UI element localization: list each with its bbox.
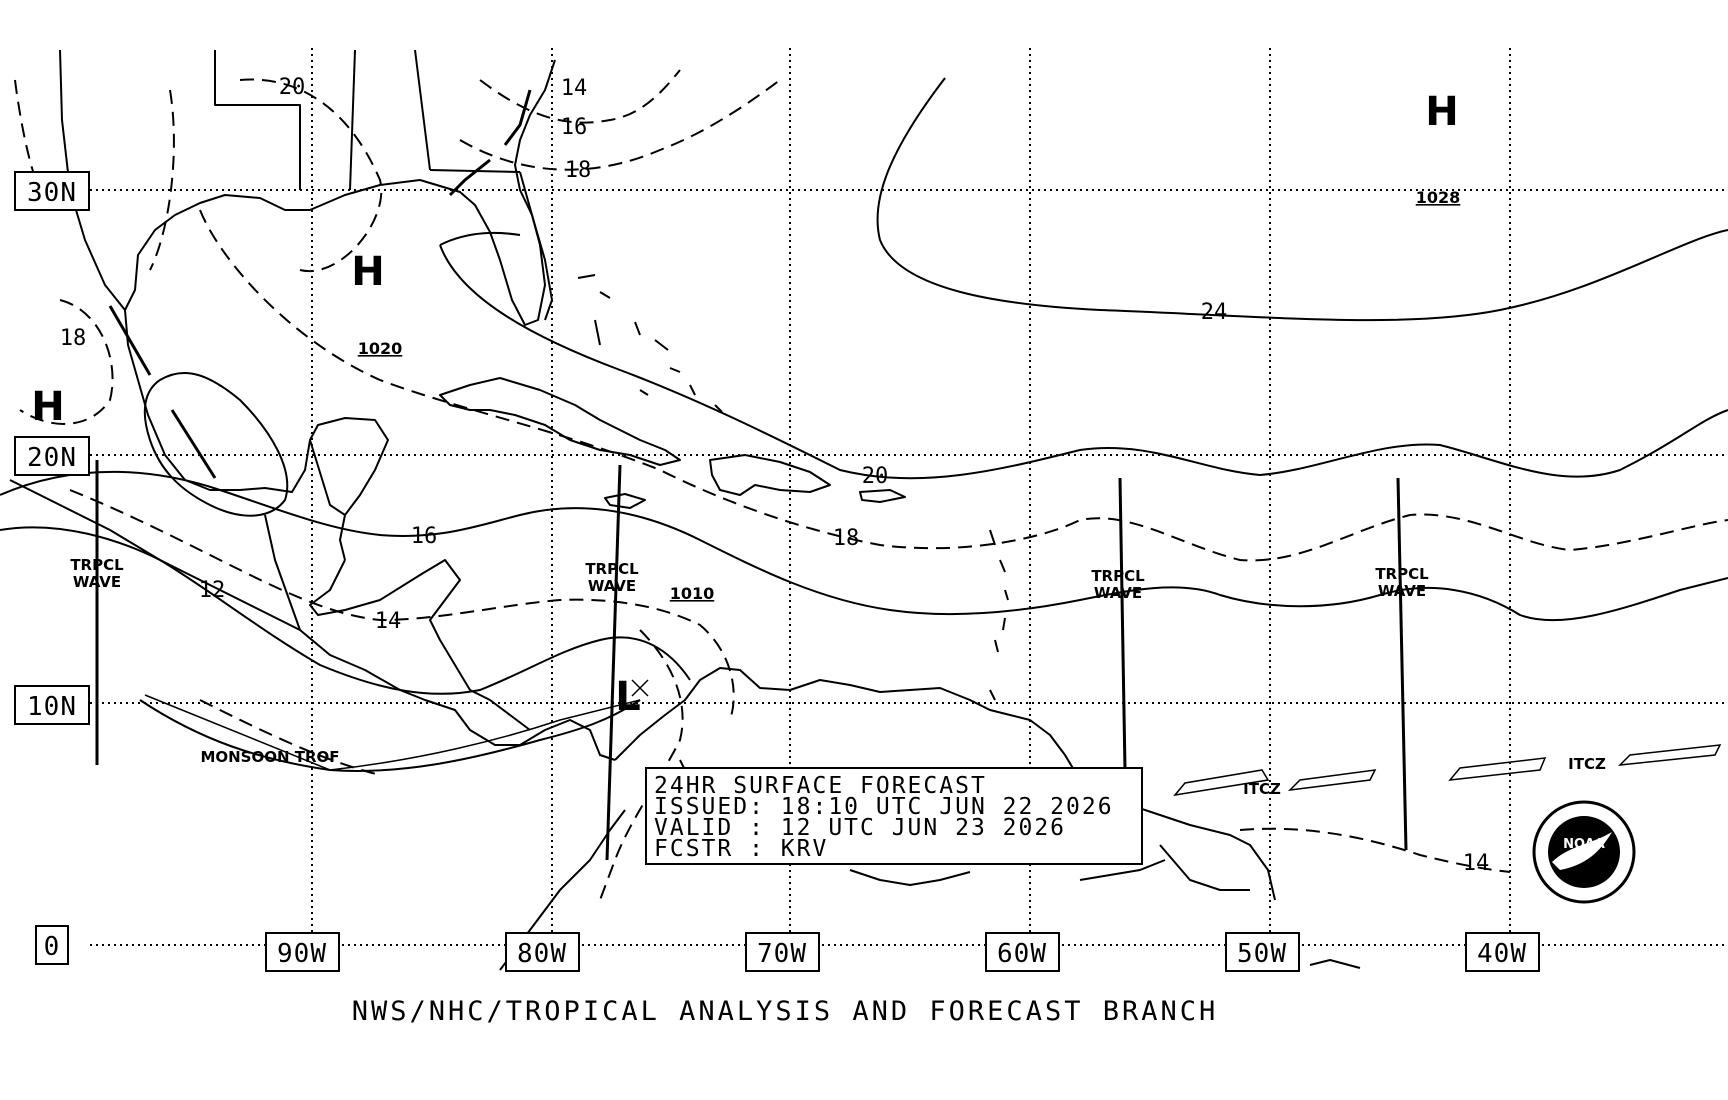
forecast-title: 24HR SURFACE FORECAST — [654, 773, 987, 799]
itcz-label: ITCZ — [1243, 780, 1281, 798]
forecaster: FCSTR : KRV — [654, 836, 828, 862]
lon-label: 60W — [997, 939, 1047, 969]
lon-label-box — [985, 932, 1060, 972]
itcz-label: ITCZ — [1568, 755, 1606, 773]
isobar-labels: 20 14 16 18 18 24 20 18 16 12 14 14 — [60, 75, 1490, 876]
tropical-wave-label: TRPCL — [1375, 565, 1429, 583]
lon-label-box — [1465, 932, 1540, 972]
isobar-label: 20 — [862, 464, 889, 489]
isobar-label: 14 — [375, 609, 402, 634]
lat-label-box — [35, 925, 69, 965]
issued-time: ISSUED: 18:10 UTC JUN 22 2026 — [654, 794, 1114, 820]
isobar-label: 20 — [279, 75, 306, 100]
lat-label: 20N — [27, 443, 77, 473]
high-pressure-symbol: H — [31, 384, 64, 430]
pressure-centers: H 1020 H H 1028 L 1010 — [31, 89, 1460, 720]
trough-lines — [108, 305, 217, 479]
high-pressure-symbol: H — [351, 249, 384, 295]
tropical-wave-label: WAVE — [588, 577, 636, 595]
lat-label: 0 — [44, 932, 61, 962]
isobar-label: 16 — [561, 115, 588, 140]
lat-label-box — [14, 171, 90, 211]
lon-label: 80W — [517, 939, 567, 969]
low-pressure-symbol: L — [615, 674, 641, 720]
pressure-value: 1020 — [358, 339, 403, 358]
tropical-waves — [95, 460, 1408, 861]
tropical-wave-label: TRPCL — [585, 560, 639, 578]
fronts — [448, 89, 532, 197]
isobar-label: 24 — [1201, 300, 1228, 325]
lat-label-box — [14, 436, 90, 476]
isobar-label: 16 — [411, 524, 438, 549]
feature-labels: TRPCL WAVE TRPCL WAVE TRPCL WAVE TRPCL W… — [70, 556, 1606, 798]
isobars-solid — [0, 77, 1728, 772]
tropical-wave-label: WAVE — [1378, 582, 1426, 600]
longitude-labels: 90W 80W 70W 60W 50W 40W — [265, 932, 1540, 972]
lon-label: 50W — [1237, 939, 1287, 969]
isobar-label: 14 — [1463, 851, 1490, 876]
lon-label-box — [265, 932, 340, 972]
isobar-label: 18 — [833, 526, 860, 551]
noaa-logo: NOAA — [1532, 800, 1636, 904]
monsoon-trough-label: MONSOON TROF — [200, 748, 339, 766]
lat-label: 10N — [27, 692, 77, 722]
pressure-value: 1010 — [670, 584, 715, 603]
noaa-bird-icon — [1552, 832, 1612, 870]
isobar-label: 12 — [199, 578, 226, 603]
isobars-dashed — [14, 69, 1728, 901]
valid-time: VALID : 12 UTC JUN 23 2026 — [654, 815, 1066, 841]
lat-label: 30N — [27, 178, 77, 208]
latitude-labels: 30N 20N 10N 0 — [14, 171, 90, 965]
tropical-wave-label: WAVE — [73, 573, 121, 591]
issuing-office-footer: NWS/NHC/TROPICAL ANALYSIS AND FORECAST B… — [352, 996, 1219, 1027]
lon-label: 70W — [757, 939, 807, 969]
lon-label: 90W — [277, 939, 327, 969]
isobar-label: 18 — [565, 158, 592, 183]
noaa-logo-text: NOAA — [1563, 837, 1605, 852]
lon-label-box — [505, 932, 580, 972]
pressure-value: 1028 — [1416, 188, 1461, 207]
isobar-label: 14 — [561, 76, 588, 101]
isobar-label: 18 — [60, 326, 87, 351]
lon-label-box — [745, 932, 820, 972]
forecast-info-box: 24HR SURFACE FORECAST ISSUED: 18:10 UTC … — [645, 767, 1143, 865]
info-box-frame — [645, 767, 1143, 865]
lon-label: 40W — [1477, 939, 1527, 969]
lat-label-box — [14, 685, 90, 725]
low-center-marker-icon — [631, 679, 649, 697]
tropical-wave-label: TRPCL — [1091, 567, 1145, 585]
lon-label-box — [1225, 932, 1300, 972]
tropical-wave-label: WAVE — [1094, 584, 1142, 602]
high-pressure-symbol: H — [1425, 89, 1458, 135]
tropical-wave-label: TRPCL — [70, 556, 124, 574]
itcz-segments — [144, 694, 1722, 797]
